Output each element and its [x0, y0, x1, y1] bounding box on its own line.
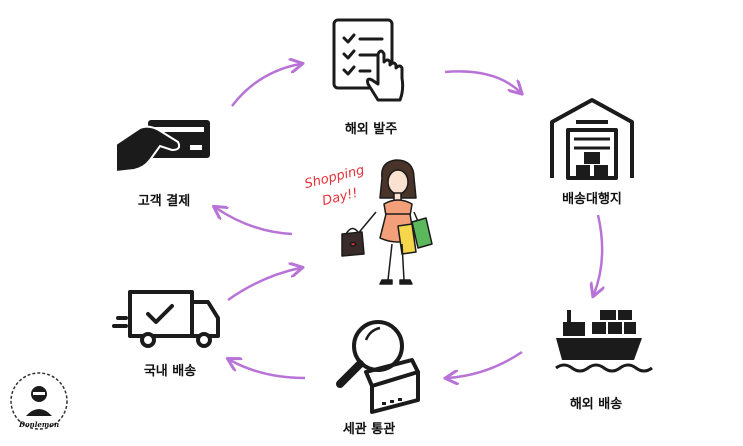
arrow-warehouse-to-ship [594, 214, 602, 294]
step-label-warehouse: 배송대행지 [562, 192, 622, 207]
arrow-payment-to-order [231, 64, 300, 107]
step-label-domestic-delivery: 국내 배송 [143, 364, 197, 379]
step-label-overseas-shipping: 해외 배송 [569, 397, 623, 412]
arrow-domestic-to-center [227, 268, 300, 302]
brand-logo [10, 372, 68, 430]
step-label-payment: 고객 결제 [137, 194, 191, 209]
step-label-order: 해외 발주 [344, 122, 398, 137]
arrow-ship-to-customs [448, 350, 523, 378]
arrow-customs-to-domestic [230, 360, 306, 380]
arrow-order-to-warehouse [444, 70, 520, 92]
arrow-center-to-payment [216, 208, 293, 236]
brand-name: Donlemon [18, 420, 60, 429]
step-label-customs: 세관 통관 [342, 422, 396, 437]
